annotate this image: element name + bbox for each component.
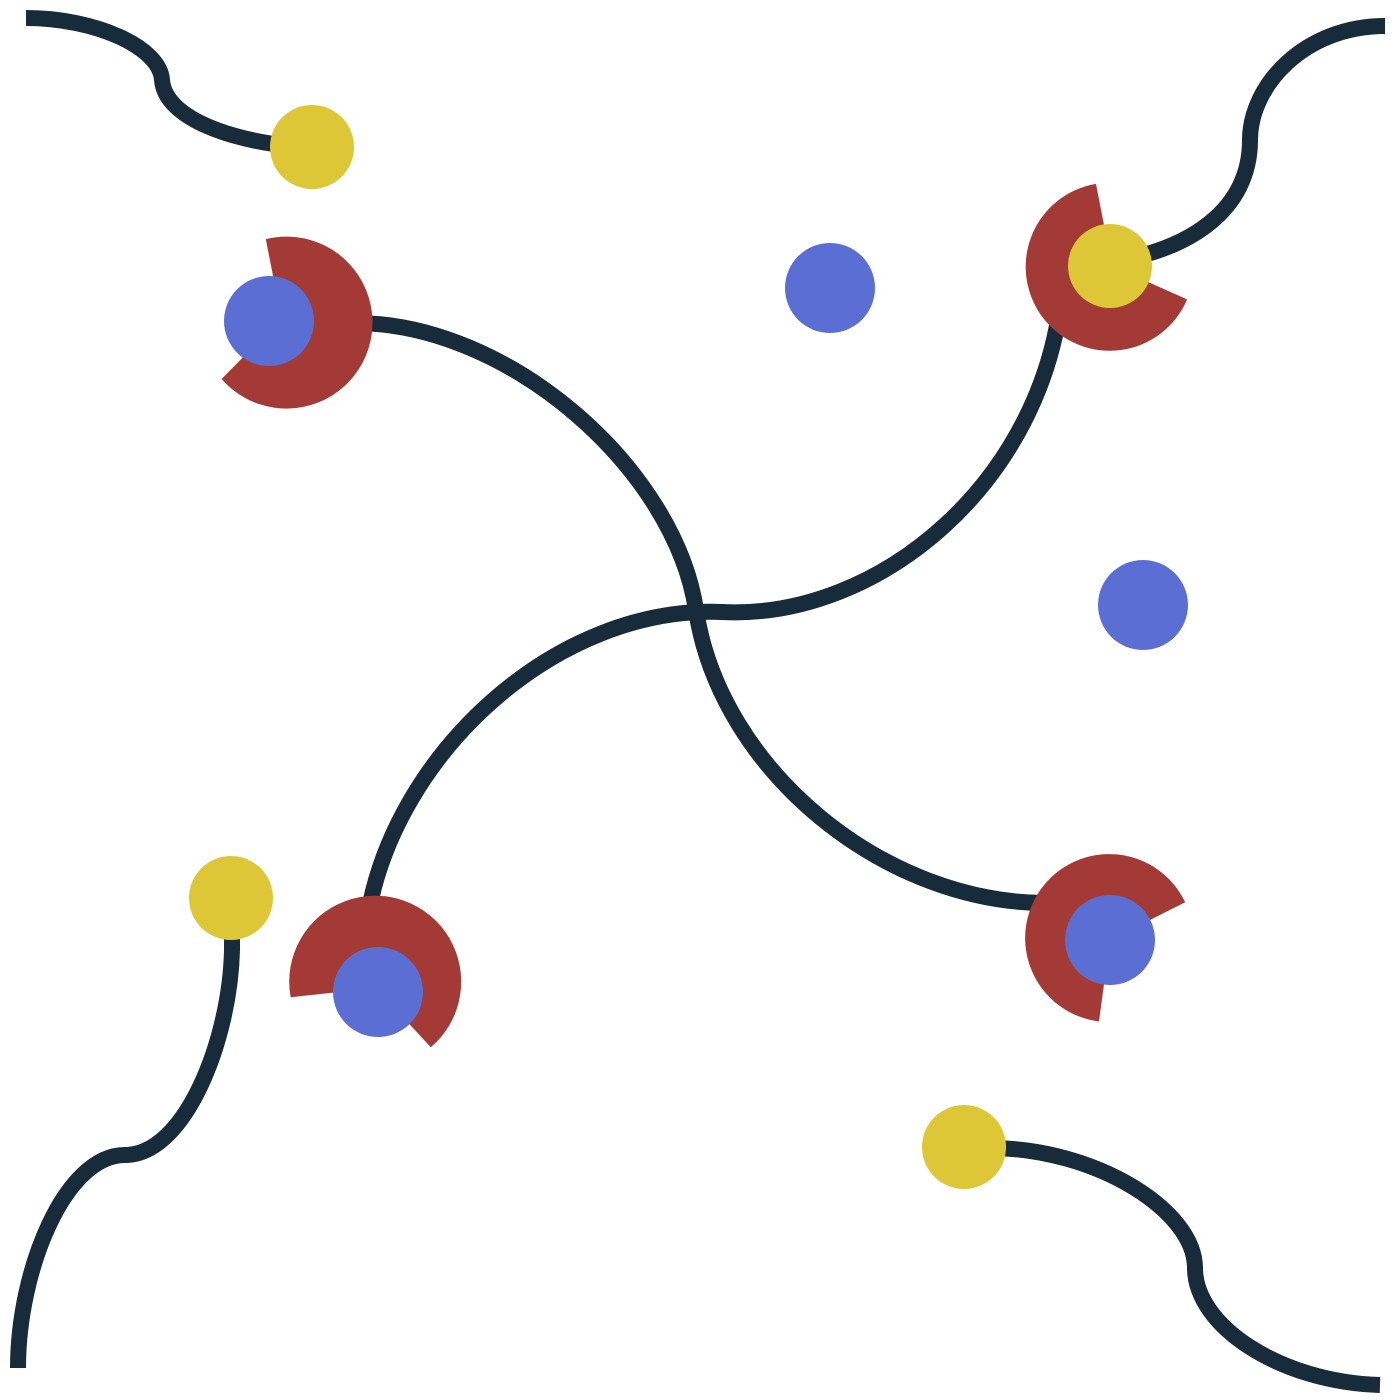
blue-dot-upper-center	[785, 243, 875, 333]
yellow-dot-bottom-left	[189, 856, 273, 940]
top-left-wave-line	[25, 10, 291, 154]
blue-dot-ring-bottom-left	[333, 947, 423, 1037]
top-right-wave-line	[1108, 18, 1386, 270]
bottom-left-wave-line	[10, 910, 240, 1369]
central-arc-bottom-left-to-top-right	[360, 289, 1070, 917]
blue-dot-ring-top-left	[224, 276, 314, 366]
yellow-dot-bottom-right	[922, 1105, 1006, 1189]
yellow-dots-group	[189, 105, 1152, 1189]
blue-dot-ring-bottom-right	[1065, 895, 1155, 985]
lines-group	[10, 10, 1386, 1393]
yellow-dot-top-left	[270, 105, 354, 189]
bottom-right-wave-line	[989, 1140, 1381, 1393]
yellow-dot-ring-top-right	[1068, 224, 1152, 308]
blue-dots-group	[224, 243, 1188, 1037]
blue-dot-right	[1098, 560, 1188, 650]
